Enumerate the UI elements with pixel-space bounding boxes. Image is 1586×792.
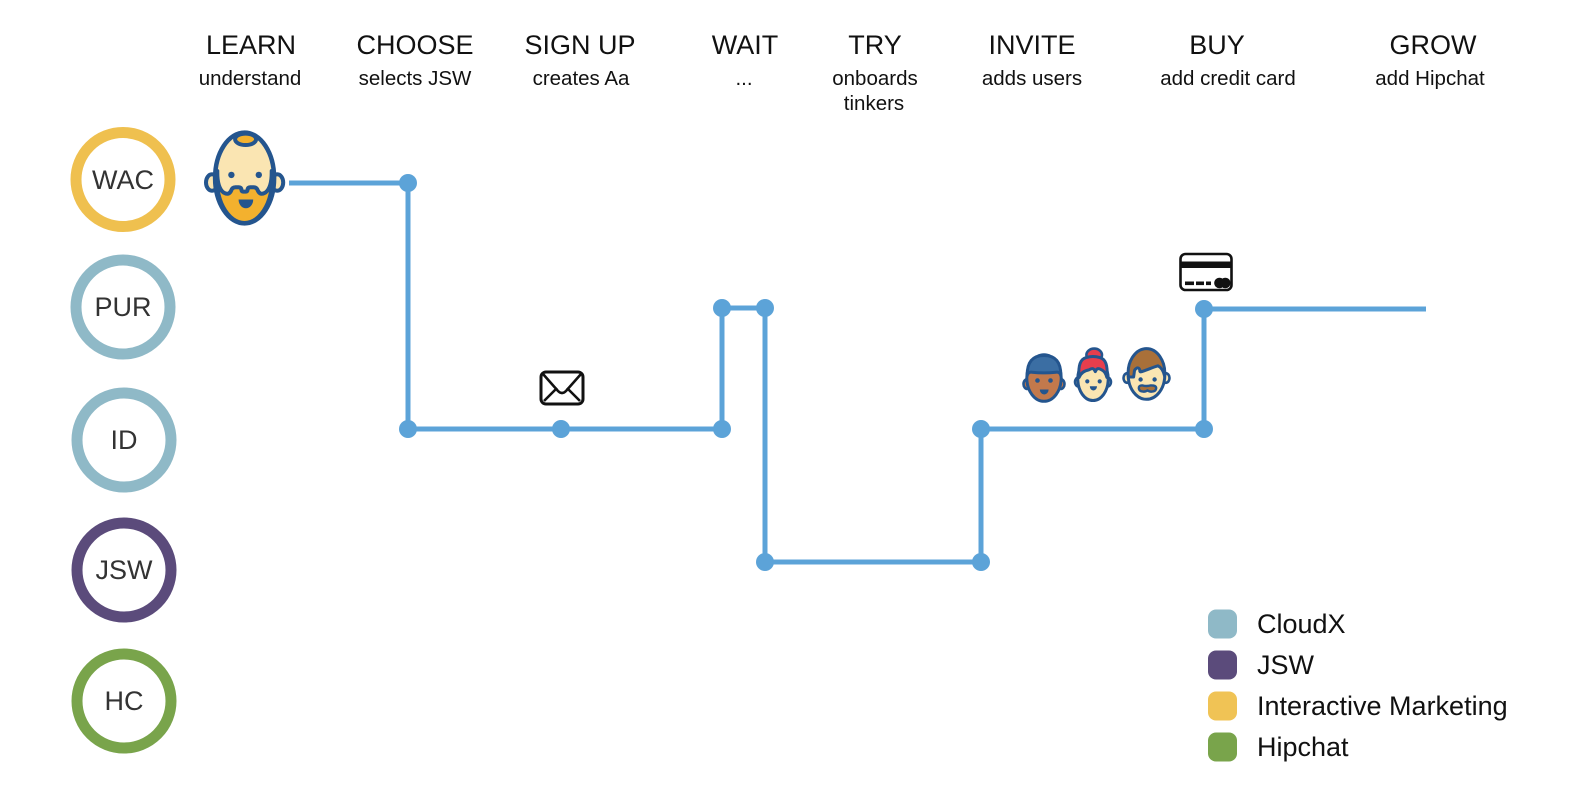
svg-text:understand: understand (199, 67, 302, 90)
svg-text:GROW: GROW (1390, 30, 1478, 60)
svg-text:PUR: PUR (94, 292, 151, 322)
svg-text:JSW: JSW (96, 555, 154, 585)
svg-text:creates Aa: creates Aa (533, 67, 630, 90)
svg-text:Hipchat: Hipchat (1257, 732, 1349, 762)
svg-text:ID: ID (111, 425, 138, 455)
svg-text:onboards: onboards (832, 67, 917, 90)
svg-text:CHOOSE: CHOOSE (356, 30, 473, 60)
svg-text:Interactive Marketing: Interactive Marketing (1257, 691, 1508, 721)
svg-text:CloudX: CloudX (1257, 609, 1346, 639)
svg-text:add Hipchat: add Hipchat (1375, 67, 1485, 90)
svg-text:INVITE: INVITE (988, 30, 1075, 60)
svg-text:JSW: JSW (1257, 650, 1315, 680)
svg-text:add credit card: add credit card (1160, 67, 1296, 90)
svg-text:selects JSW: selects JSW (359, 67, 472, 90)
svg-text:HC: HC (105, 686, 144, 716)
svg-text:tinkers: tinkers (844, 92, 904, 115)
svg-text:WAC: WAC (92, 165, 154, 195)
svg-text:LEARN: LEARN (206, 30, 296, 60)
svg-text:WAIT: WAIT (712, 30, 779, 60)
svg-text:BUY: BUY (1189, 30, 1245, 60)
svg-text:adds users: adds users (982, 67, 1082, 90)
svg-text:...: ... (735, 67, 752, 90)
svg-text:TRY: TRY (848, 30, 902, 60)
svg-text:SIGN UP: SIGN UP (524, 30, 635, 60)
